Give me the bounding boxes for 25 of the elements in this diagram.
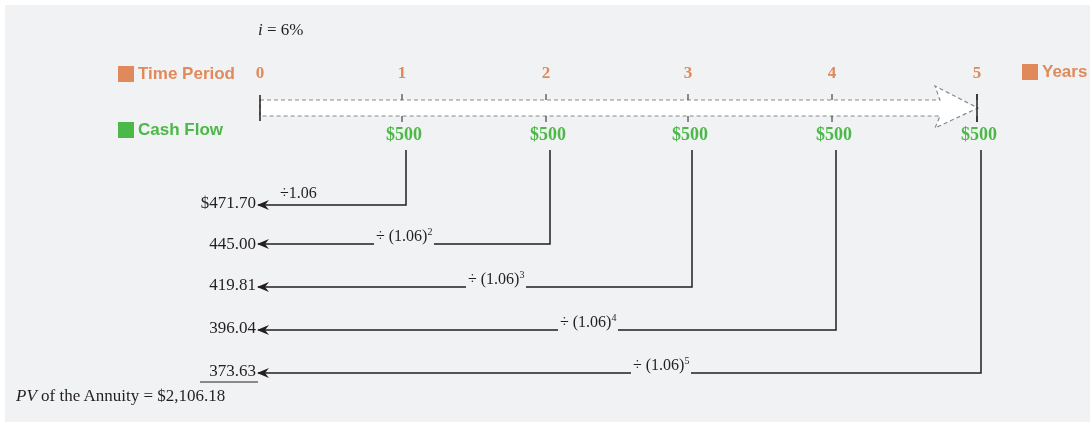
cash-flow-amount: $500 bbox=[666, 124, 714, 144]
arrow bbox=[257, 149, 837, 335]
cash-flow-amount: $500 bbox=[955, 124, 1003, 144]
time-period-number: 5 bbox=[971, 63, 983, 83]
time-period-number: 3 bbox=[682, 63, 694, 83]
cash-flow-amount: $500 bbox=[524, 124, 572, 144]
time-period-number: 4 bbox=[826, 63, 838, 83]
present-value-amount: 396.04 bbox=[196, 318, 256, 338]
present-value-amount: $471.70 bbox=[190, 193, 256, 213]
legend-label: Time Period bbox=[138, 64, 235, 84]
legend-label: Years bbox=[1042, 62, 1088, 82]
cash-flow-amount: $500 bbox=[380, 124, 428, 144]
present-value-amount: 445.00 bbox=[196, 234, 256, 254]
time-period-number: 1 bbox=[396, 63, 408, 83]
time-period-number: 2 bbox=[540, 63, 552, 83]
arrow bbox=[257, 149, 407, 210]
present-value-amount: 373.63 bbox=[196, 361, 256, 381]
time-period-number: 0 bbox=[254, 63, 266, 83]
arrow bbox=[257, 149, 982, 378]
arrow bbox=[257, 149, 693, 292]
interest-rate-note: i = 6% bbox=[258, 20, 304, 40]
legend-label: Cash Flow bbox=[138, 120, 223, 140]
cash-flow-amount: $500 bbox=[810, 124, 858, 144]
present-value-amount: 419.81 bbox=[196, 275, 256, 295]
annuity-total: PV of the Annuity = $2,106.18 bbox=[16, 386, 226, 406]
